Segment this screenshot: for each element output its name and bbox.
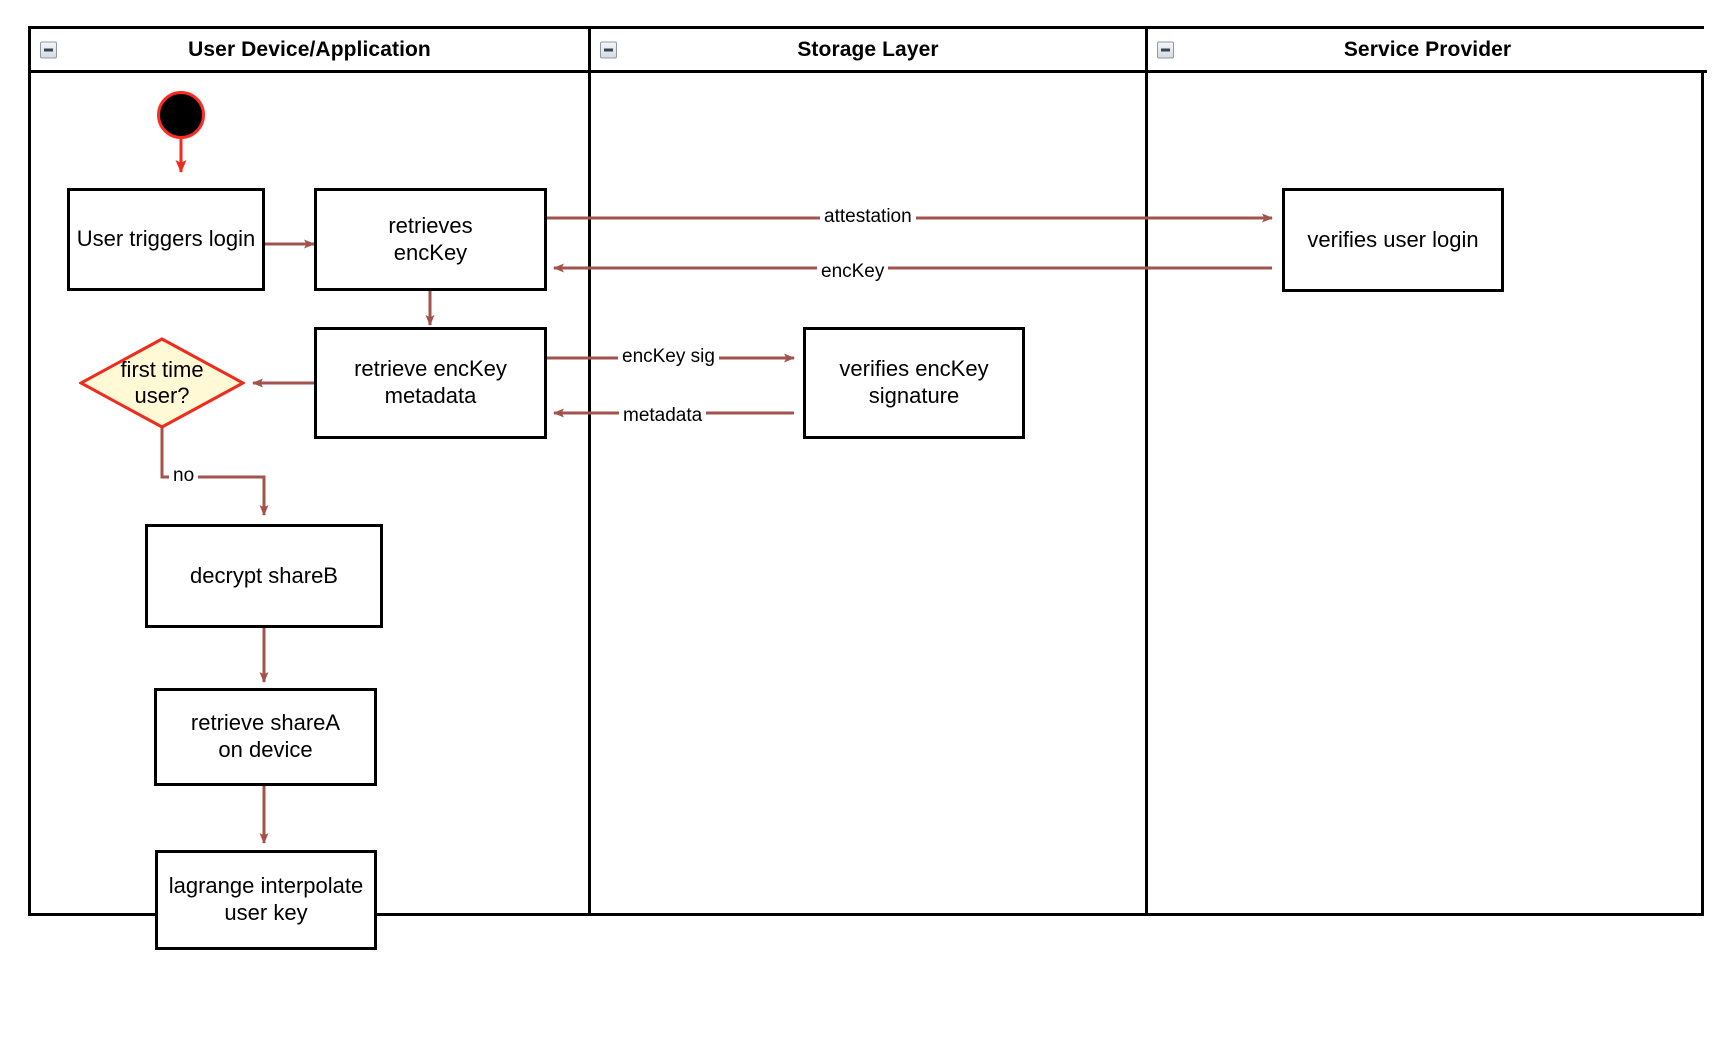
- node-retrieve-sharea[interactable]: retrieve shareA on device: [154, 688, 377, 786]
- node-first-time-user[interactable]: first time user?: [79, 337, 245, 429]
- edge-label-enckey-sig: encKey sig: [618, 347, 719, 366]
- edge-label-metadata: metadata: [619, 406, 707, 425]
- lane-header-service-provider: Service Provider: [1148, 29, 1707, 73]
- node-label-line1: retrieves: [388, 212, 473, 238]
- decision-label-line2: user?: [134, 383, 190, 408]
- diamond-shape: [79, 337, 245, 429]
- node-label-line1: verifies encKey: [839, 356, 989, 382]
- node-label: verifies user login: [1307, 226, 1479, 252]
- node-retrieves-enckey[interactable]: retrieves encKey: [314, 188, 547, 291]
- node-label: User triggers login: [76, 226, 256, 252]
- edge-label-attestation: attestation: [820, 207, 916, 226]
- node-user-triggers-login[interactable]: User triggers login: [67, 188, 265, 291]
- lane-user-device[interactable]: User Device/Application: [31, 29, 588, 913]
- node-verifies-enckey-signature[interactable]: verifies encKey signature: [803, 327, 1025, 439]
- node-decrypt-shareb[interactable]: decrypt shareB: [145, 524, 383, 628]
- node-label-line2: encKey: [393, 239, 468, 265]
- lane-storage-layer[interactable]: Storage Layer: [588, 29, 1145, 913]
- node-label-line1: retrieve shareA: [190, 710, 341, 736]
- node-label: decrypt shareB: [190, 562, 338, 588]
- node-verifies-user-login[interactable]: verifies user login: [1282, 188, 1504, 292]
- node-label-line1: retrieve encKey: [354, 356, 507, 382]
- edge-label-no: no: [169, 466, 199, 485]
- node-lagrange-interpolate[interactable]: lagrange interpolate user key: [155, 850, 377, 950]
- lane-title-user-device: User Device/Application: [188, 37, 431, 61]
- lane-header-user-device: User Device/Application: [31, 29, 588, 73]
- decision-label-line1: first time: [120, 356, 204, 382]
- node-label-line2: signature: [868, 383, 960, 408]
- node-retrieve-enckey-metadata[interactable]: retrieve encKey metadata: [314, 327, 547, 439]
- minus-square-icon[interactable]: [40, 41, 57, 58]
- node-label-line2: on device: [218, 737, 313, 762]
- node-label-line2: metadata: [384, 383, 477, 408]
- minus-square-icon[interactable]: [1157, 41, 1174, 58]
- edge-label-enckey: encKey: [817, 262, 889, 281]
- start-node[interactable]: [157, 91, 205, 139]
- lane-title-service-provider: Service Provider: [1343, 37, 1512, 61]
- node-label-line2: user key: [224, 900, 308, 925]
- node-label-line1: lagrange interpolate: [168, 873, 364, 899]
- lane-service-provider[interactable]: Service Provider: [1145, 29, 1707, 913]
- lane-header-storage-layer: Storage Layer: [591, 29, 1145, 73]
- decision-label: first time user?: [79, 337, 245, 429]
- minus-square-icon[interactable]: [600, 41, 617, 58]
- lane-title-storage-layer: Storage Layer: [797, 37, 939, 61]
